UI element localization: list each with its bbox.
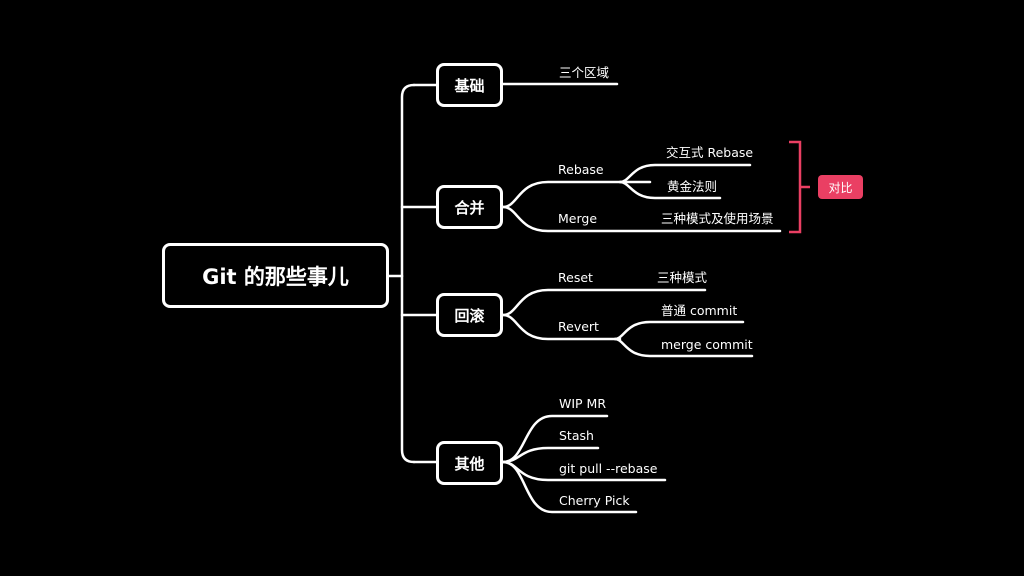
- line-revert: [501, 313, 622, 341]
- compare-bracket: [789, 140, 810, 234]
- leaf-merge[interactable]: Merge: [558, 211, 598, 226]
- line-cherry-pick: [501, 460, 638, 514]
- leaf-merge-modes[interactable]: 三种模式及使用场景: [661, 211, 774, 226]
- trunk-line: [400, 83, 416, 464]
- leaf-wip-mr[interactable]: WIP MR: [559, 396, 607, 411]
- branch-basics[interactable]: 基础: [436, 63, 503, 107]
- leaf-stash[interactable]: Stash: [559, 428, 594, 443]
- root-node[interactable]: Git 的那些事儿: [162, 243, 389, 308]
- line-rebase: [501, 180, 652, 209]
- branch-rollback[interactable]: 回滚: [436, 293, 503, 337]
- branch-merge[interactable]: 合并: [436, 185, 503, 229]
- line-golden-rule: [618, 180, 722, 200]
- leaf-reset[interactable]: Reset: [558, 270, 593, 285]
- line-merge: [501, 205, 782, 233]
- leaf-interactive-rebase[interactable]: 交互式 Rebase: [666, 145, 754, 160]
- leaf-reset-modes[interactable]: 三种模式: [657, 270, 708, 285]
- leaf-cherry-pick[interactable]: Cherry Pick: [559, 493, 630, 508]
- leaf-golden-rule[interactable]: 黄金法则: [667, 179, 718, 194]
- leaf-three-areas[interactable]: 三个区域: [559, 65, 610, 80]
- leaf-merge-commit[interactable]: merge commit: [661, 337, 753, 352]
- leaf-revert[interactable]: Revert: [558, 319, 599, 334]
- leaf-normal-commit[interactable]: 普通 commit: [661, 303, 738, 318]
- branch-other[interactable]: 其他: [436, 441, 503, 485]
- line-merge-commit: [613, 337, 754, 358]
- line-reset: [501, 288, 707, 317]
- compare-tag[interactable]: 对比: [818, 175, 863, 199]
- leaf-rebase[interactable]: Rebase: [558, 162, 604, 177]
- leaf-git-pull-rebase[interactable]: git pull --rebase: [559, 461, 658, 476]
